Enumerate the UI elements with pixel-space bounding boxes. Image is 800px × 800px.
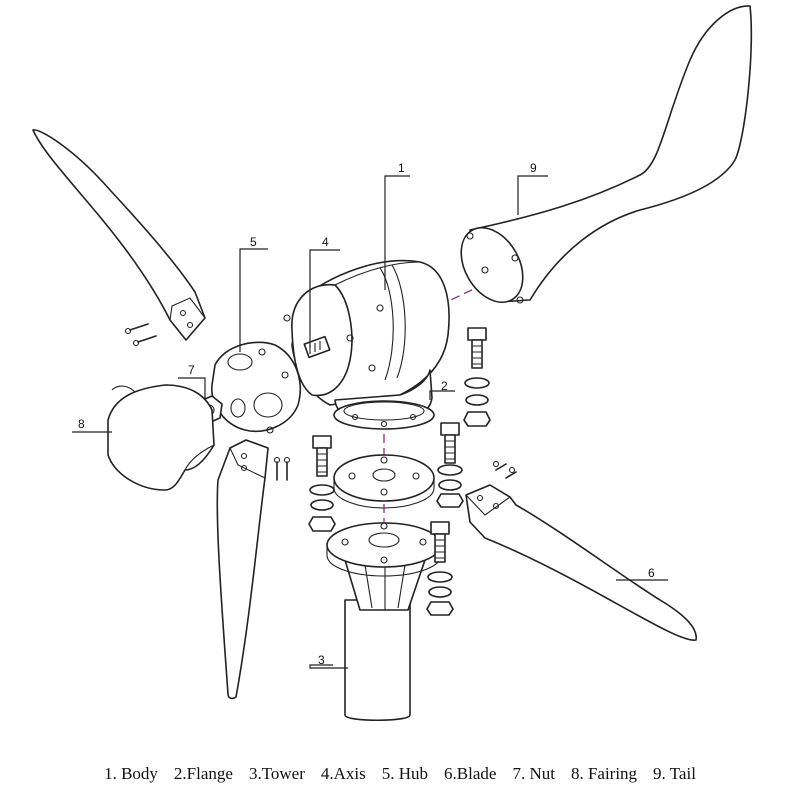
legend-item-nut: 7. Nut — [512, 764, 555, 783]
screws-right — [492, 460, 517, 479]
callout-5: 5 — [250, 235, 257, 249]
bolt-stack-lower-right — [426, 521, 454, 616]
bolt-stack-middle-right — [436, 422, 464, 508]
callout-9: 9 — [530, 161, 537, 175]
screws-lower — [273, 456, 291, 481]
hub — [211, 341, 302, 434]
legend-item-axis: 4.Axis — [320, 764, 366, 783]
screws-upper-left — [124, 323, 157, 347]
blade-bottom — [216, 439, 269, 700]
body — [283, 259, 450, 430]
fairing — [107, 384, 215, 491]
leader-4 — [309, 249, 340, 348]
bolt-stack-upper-right — [463, 327, 491, 427]
leader-1 — [384, 175, 410, 290]
callout-6: 6 — [648, 566, 655, 580]
legend-item-fairing: 8. Fairing — [570, 764, 638, 783]
callout-3: 3 — [318, 653, 325, 667]
legend-item-hub: 5. Hub — [381, 764, 429, 783]
legend-item-blade: 6.Blade — [444, 764, 497, 783]
callout-1: 1 — [398, 161, 405, 175]
leader-5 — [239, 248, 268, 352]
leader-9 — [517, 175, 548, 215]
callout-2: 2 — [441, 379, 448, 393]
blade-right — [465, 484, 697, 641]
callout-7: 7 — [188, 363, 195, 377]
bolt-stack-middle-left — [308, 435, 336, 532]
legend-item-body: 1. Body — [104, 764, 158, 783]
tail — [460, 5, 753, 304]
parts-legend: 1. Body 2.Flange 3.Tower 4.Axis 5. Hub 6… — [0, 764, 800, 794]
leader-2 — [429, 390, 455, 400]
leader-7 — [178, 377, 206, 400]
legend-item-flange: 2.Flange — [173, 764, 233, 783]
tower — [326, 522, 442, 721]
callout-4: 4 — [322, 235, 329, 249]
middle-flange — [333, 454, 435, 509]
legend-item-tower: 3.Tower — [248, 764, 305, 783]
callout-8: 8 — [78, 417, 85, 431]
blade-upper-left — [32, 129, 206, 341]
legend-item-tail: 9. Tail — [653, 764, 696, 783]
leader-3 — [309, 664, 348, 669]
